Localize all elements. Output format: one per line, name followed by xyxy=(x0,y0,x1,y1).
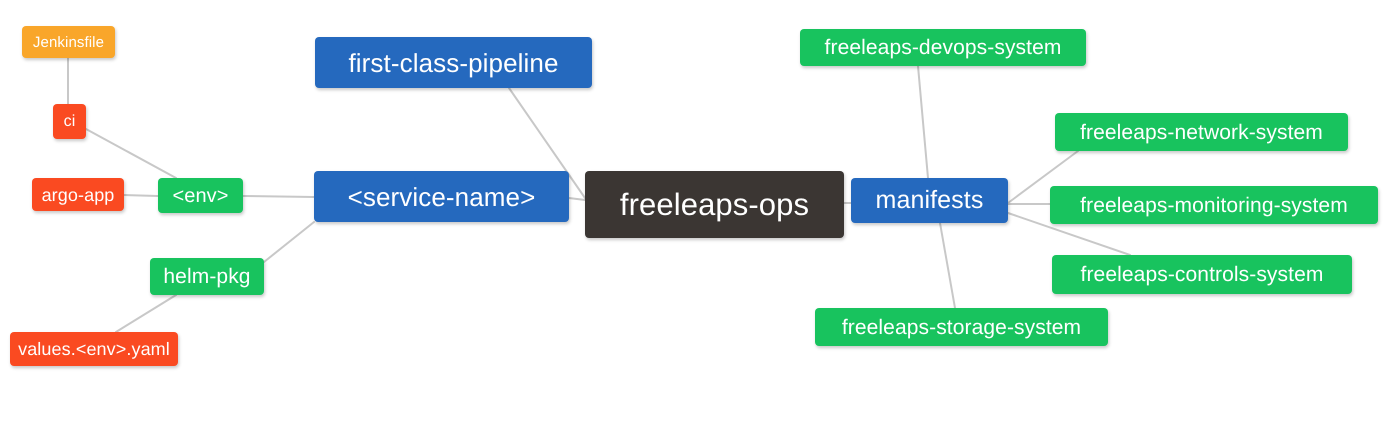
edge-manifests-to-freeleaps-devops-system xyxy=(917,65,929,179)
node-freeleaps-devops-system[interactable]: freeleaps-devops-system xyxy=(800,29,1086,66)
node-label-helm-pkg: helm-pkg xyxy=(163,265,251,288)
node-label-freeleaps-devops-system: freeleaps-devops-system xyxy=(824,36,1062,59)
node-label-freeleaps-ops: freeleaps-ops xyxy=(619,187,810,222)
node-label-env: <env> xyxy=(172,184,229,207)
node-label-argo-app: argo-app xyxy=(41,184,115,205)
node-label-freeleaps-monitoring-system: freeleaps-monitoring-system xyxy=(1080,193,1348,217)
node-label-jenkinsfile: Jenkinsfile xyxy=(32,33,105,51)
node-freeleaps-monitoring-system[interactable]: freeleaps-monitoring-system xyxy=(1050,186,1378,224)
edge-env-to-argo-app xyxy=(123,194,159,197)
node-freeleaps-ops[interactable]: freeleaps-ops xyxy=(585,171,844,238)
node-env[interactable]: <env> xyxy=(158,178,243,213)
node-freeleaps-network-system[interactable]: freeleaps-network-system xyxy=(1055,113,1348,151)
node-label-freeleaps-controls-system: freeleaps-controls-system xyxy=(1080,263,1324,286)
node-ci[interactable]: ci xyxy=(53,104,86,139)
node-first-class-pipeline[interactable]: first-class-pipeline xyxy=(315,37,592,88)
node-manifests[interactable]: manifests xyxy=(851,178,1008,223)
edge-service-name-to-env xyxy=(242,195,315,198)
edge-freeleaps-ops-to-service-name xyxy=(568,197,586,201)
node-jenkinsfile[interactable]: Jenkinsfile xyxy=(22,26,115,58)
node-label-ci: ci xyxy=(63,112,76,130)
node-helm-pkg[interactable]: helm-pkg xyxy=(150,258,264,295)
node-label-service-name: <service-name> xyxy=(347,181,536,212)
node-service-name[interactable]: <service-name> xyxy=(314,171,569,222)
node-freeleaps-storage-system[interactable]: freeleaps-storage-system xyxy=(815,308,1108,346)
node-label-values-env-yaml: values.<env>.yaml xyxy=(18,339,170,359)
edge-env-to-ci xyxy=(85,128,177,179)
edge-manifests-to-freeleaps-storage-system xyxy=(939,222,956,309)
node-label-first-class-pipeline: first-class-pipeline xyxy=(348,47,559,78)
node-label-freeleaps-network-system: freeleaps-network-system xyxy=(1080,120,1323,144)
edge-helm-pkg-to-values-env-yaml xyxy=(115,294,177,333)
node-label-manifests: manifests xyxy=(875,186,984,214)
edge-service-name-to-helm-pkg xyxy=(263,221,315,263)
node-label-freeleaps-storage-system: freeleaps-storage-system xyxy=(841,315,1082,339)
node-values-env-yaml[interactable]: values.<env>.yaml xyxy=(10,332,178,366)
node-argo-app[interactable]: argo-app xyxy=(32,178,124,211)
node-freeleaps-controls-system[interactable]: freeleaps-controls-system xyxy=(1052,255,1352,294)
